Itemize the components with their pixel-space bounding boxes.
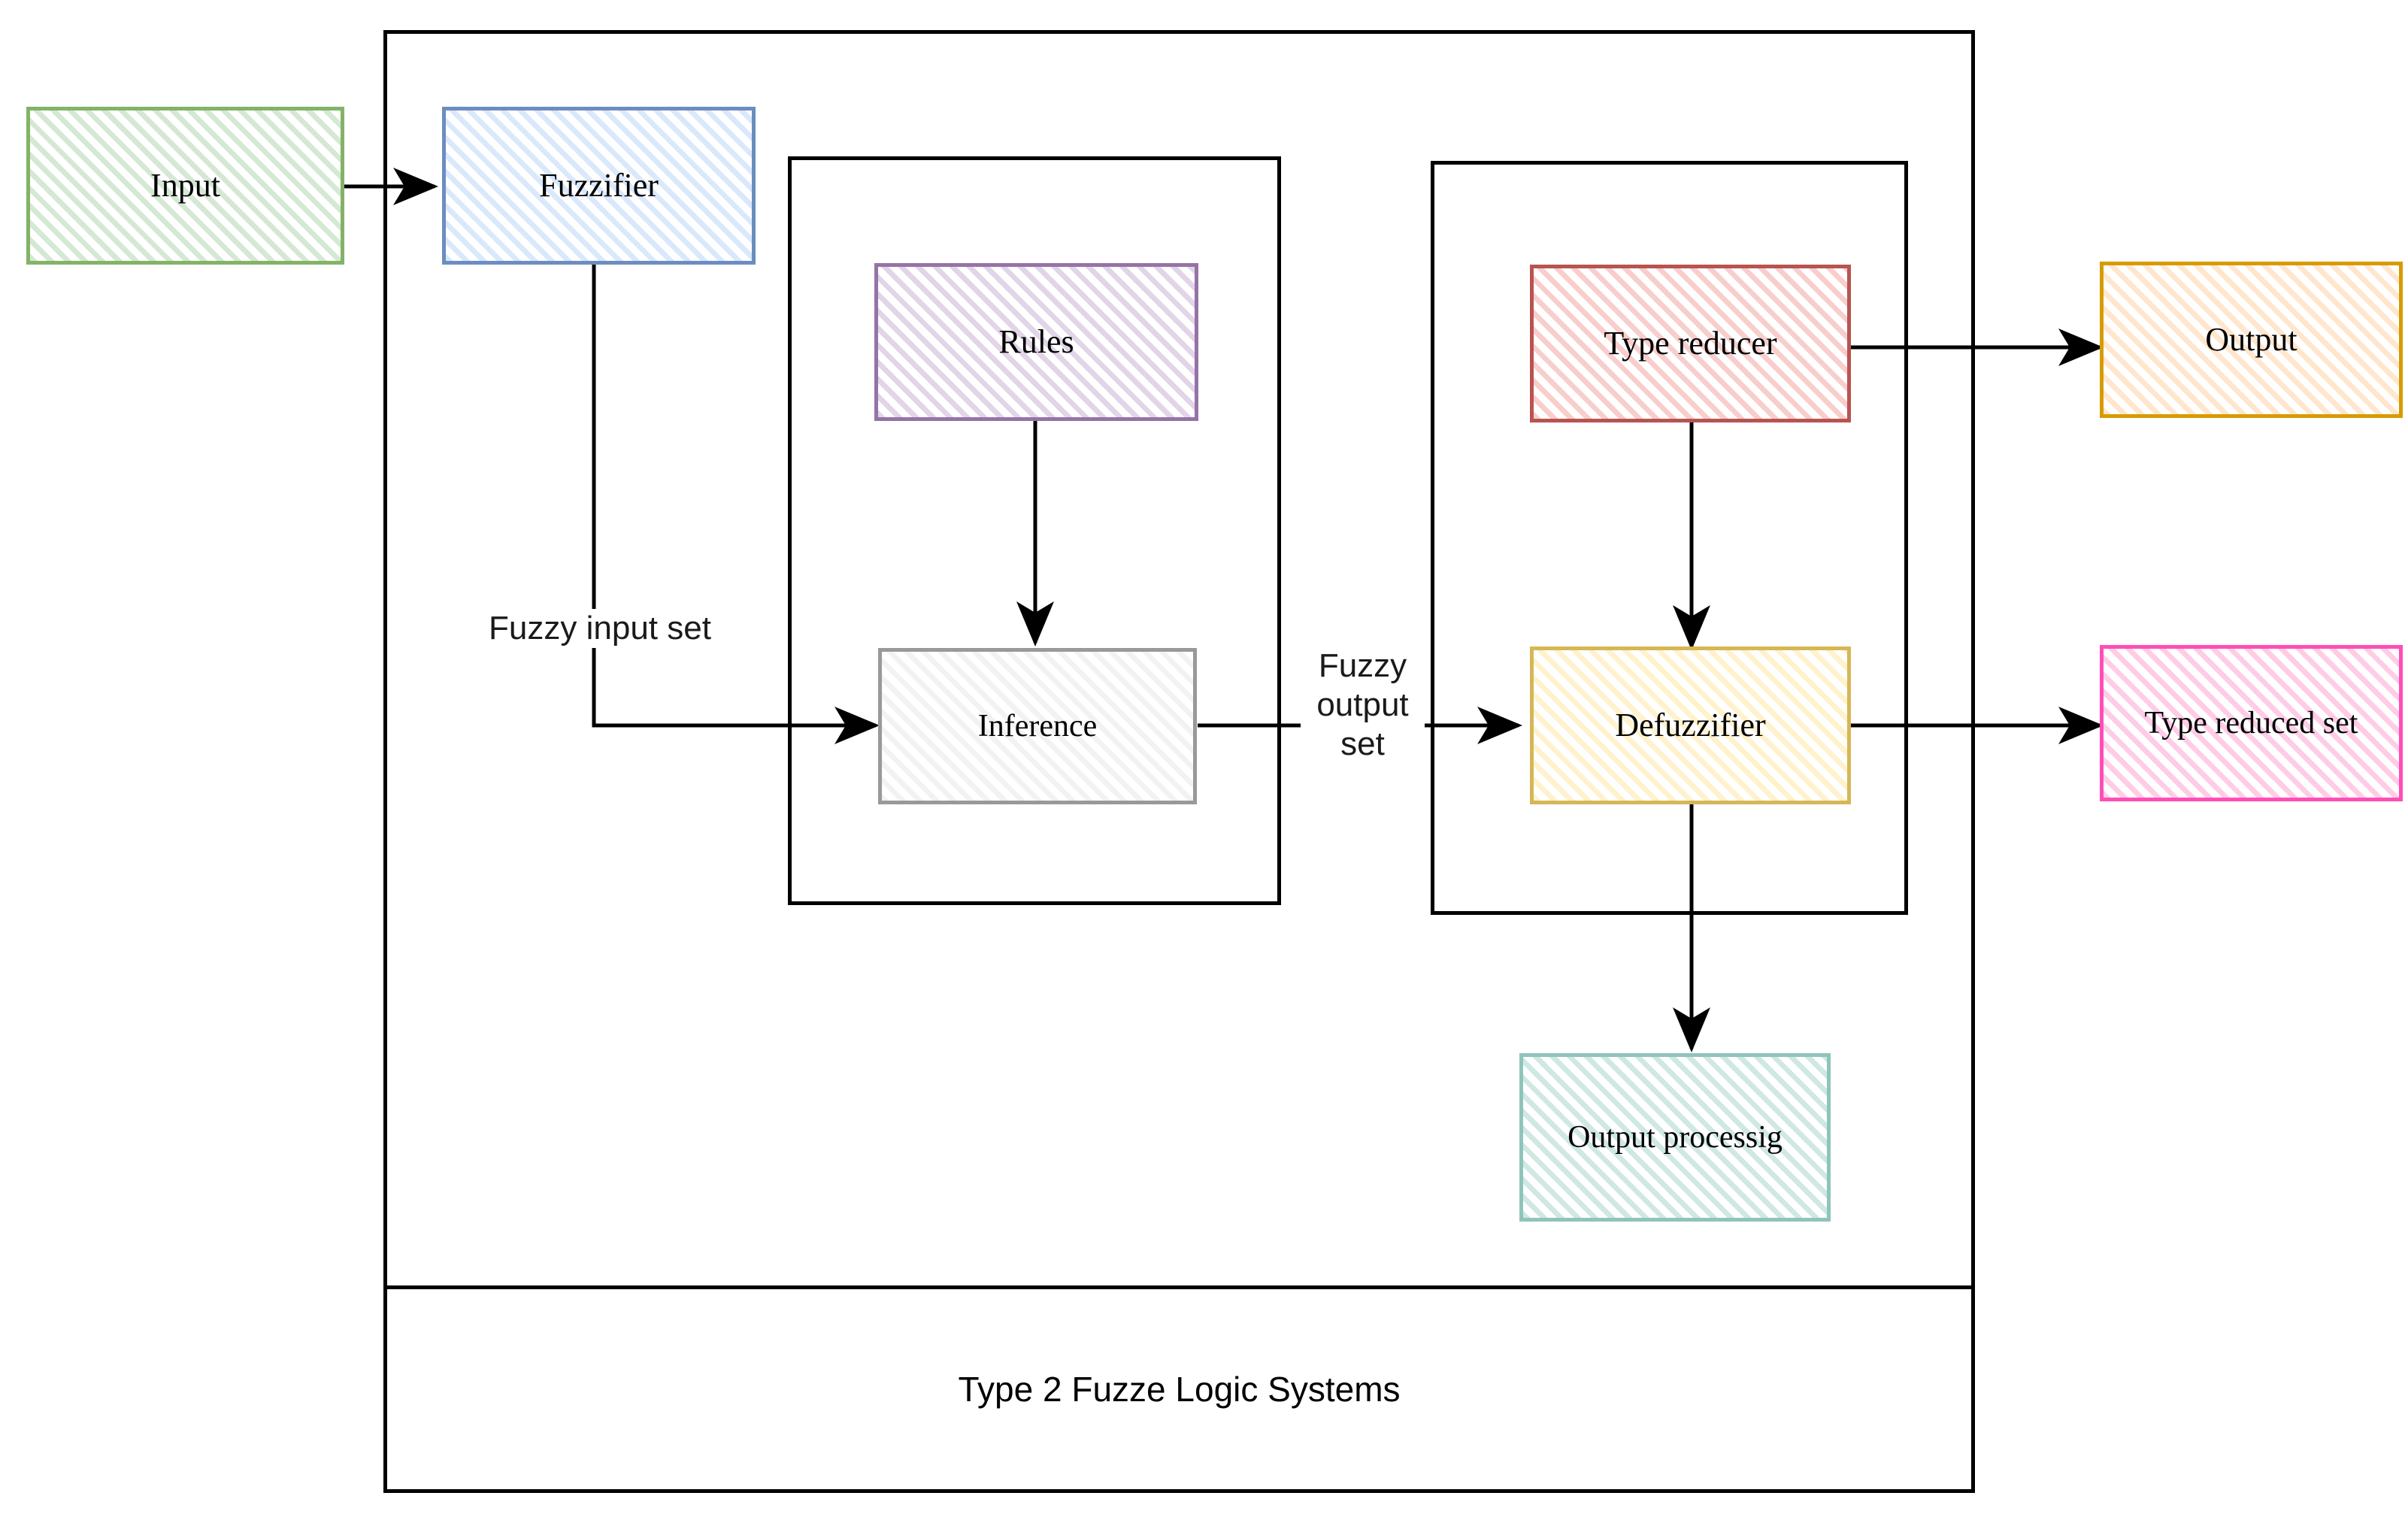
node-input[interactable]: Input (26, 107, 344, 265)
node-output-processig[interactable]: Output processig (1519, 1053, 1831, 1222)
node-defuzzifier-label: Defuzzifier (1615, 706, 1766, 743)
edge-label-fuzzy-input-set: Fuzzy input set (450, 609, 750, 648)
node-defuzzifier[interactable]: Defuzzifier (1530, 646, 1851, 804)
node-fuzzifier-label: Fuzzifier (539, 166, 659, 204)
node-inference-label: Inference (977, 708, 1098, 743)
node-type-reduced-set[interactable]: Type reduced set (2100, 645, 2403, 801)
edge-label-fuzzy-output-set: Fuzzy output set (1301, 646, 1425, 764)
node-output[interactable]: Output (2100, 262, 2403, 418)
system-title-label: Type 2 Fuzze Logic Systems (958, 1370, 1401, 1409)
node-type-reducer[interactable]: Type reducer (1530, 265, 1851, 422)
node-output-processig-label: Output processig (1567, 1119, 1783, 1155)
node-rules[interactable]: Rules (874, 263, 1198, 421)
node-fuzzifier[interactable]: Fuzzifier (442, 107, 756, 265)
node-rules-label: Rules (998, 322, 1074, 360)
node-type-reduced-set-label: Type reduced set (2144, 705, 2358, 740)
node-type-reducer-label: Type reducer (1604, 324, 1777, 362)
node-output-label: Output (2205, 320, 2297, 358)
node-inference[interactable]: Inference (878, 648, 1197, 804)
type-reduction-container (1431, 161, 1908, 915)
system-title-bar: Type 2 Fuzze Logic Systems (383, 1285, 1975, 1493)
node-input-label: Input (150, 166, 220, 204)
